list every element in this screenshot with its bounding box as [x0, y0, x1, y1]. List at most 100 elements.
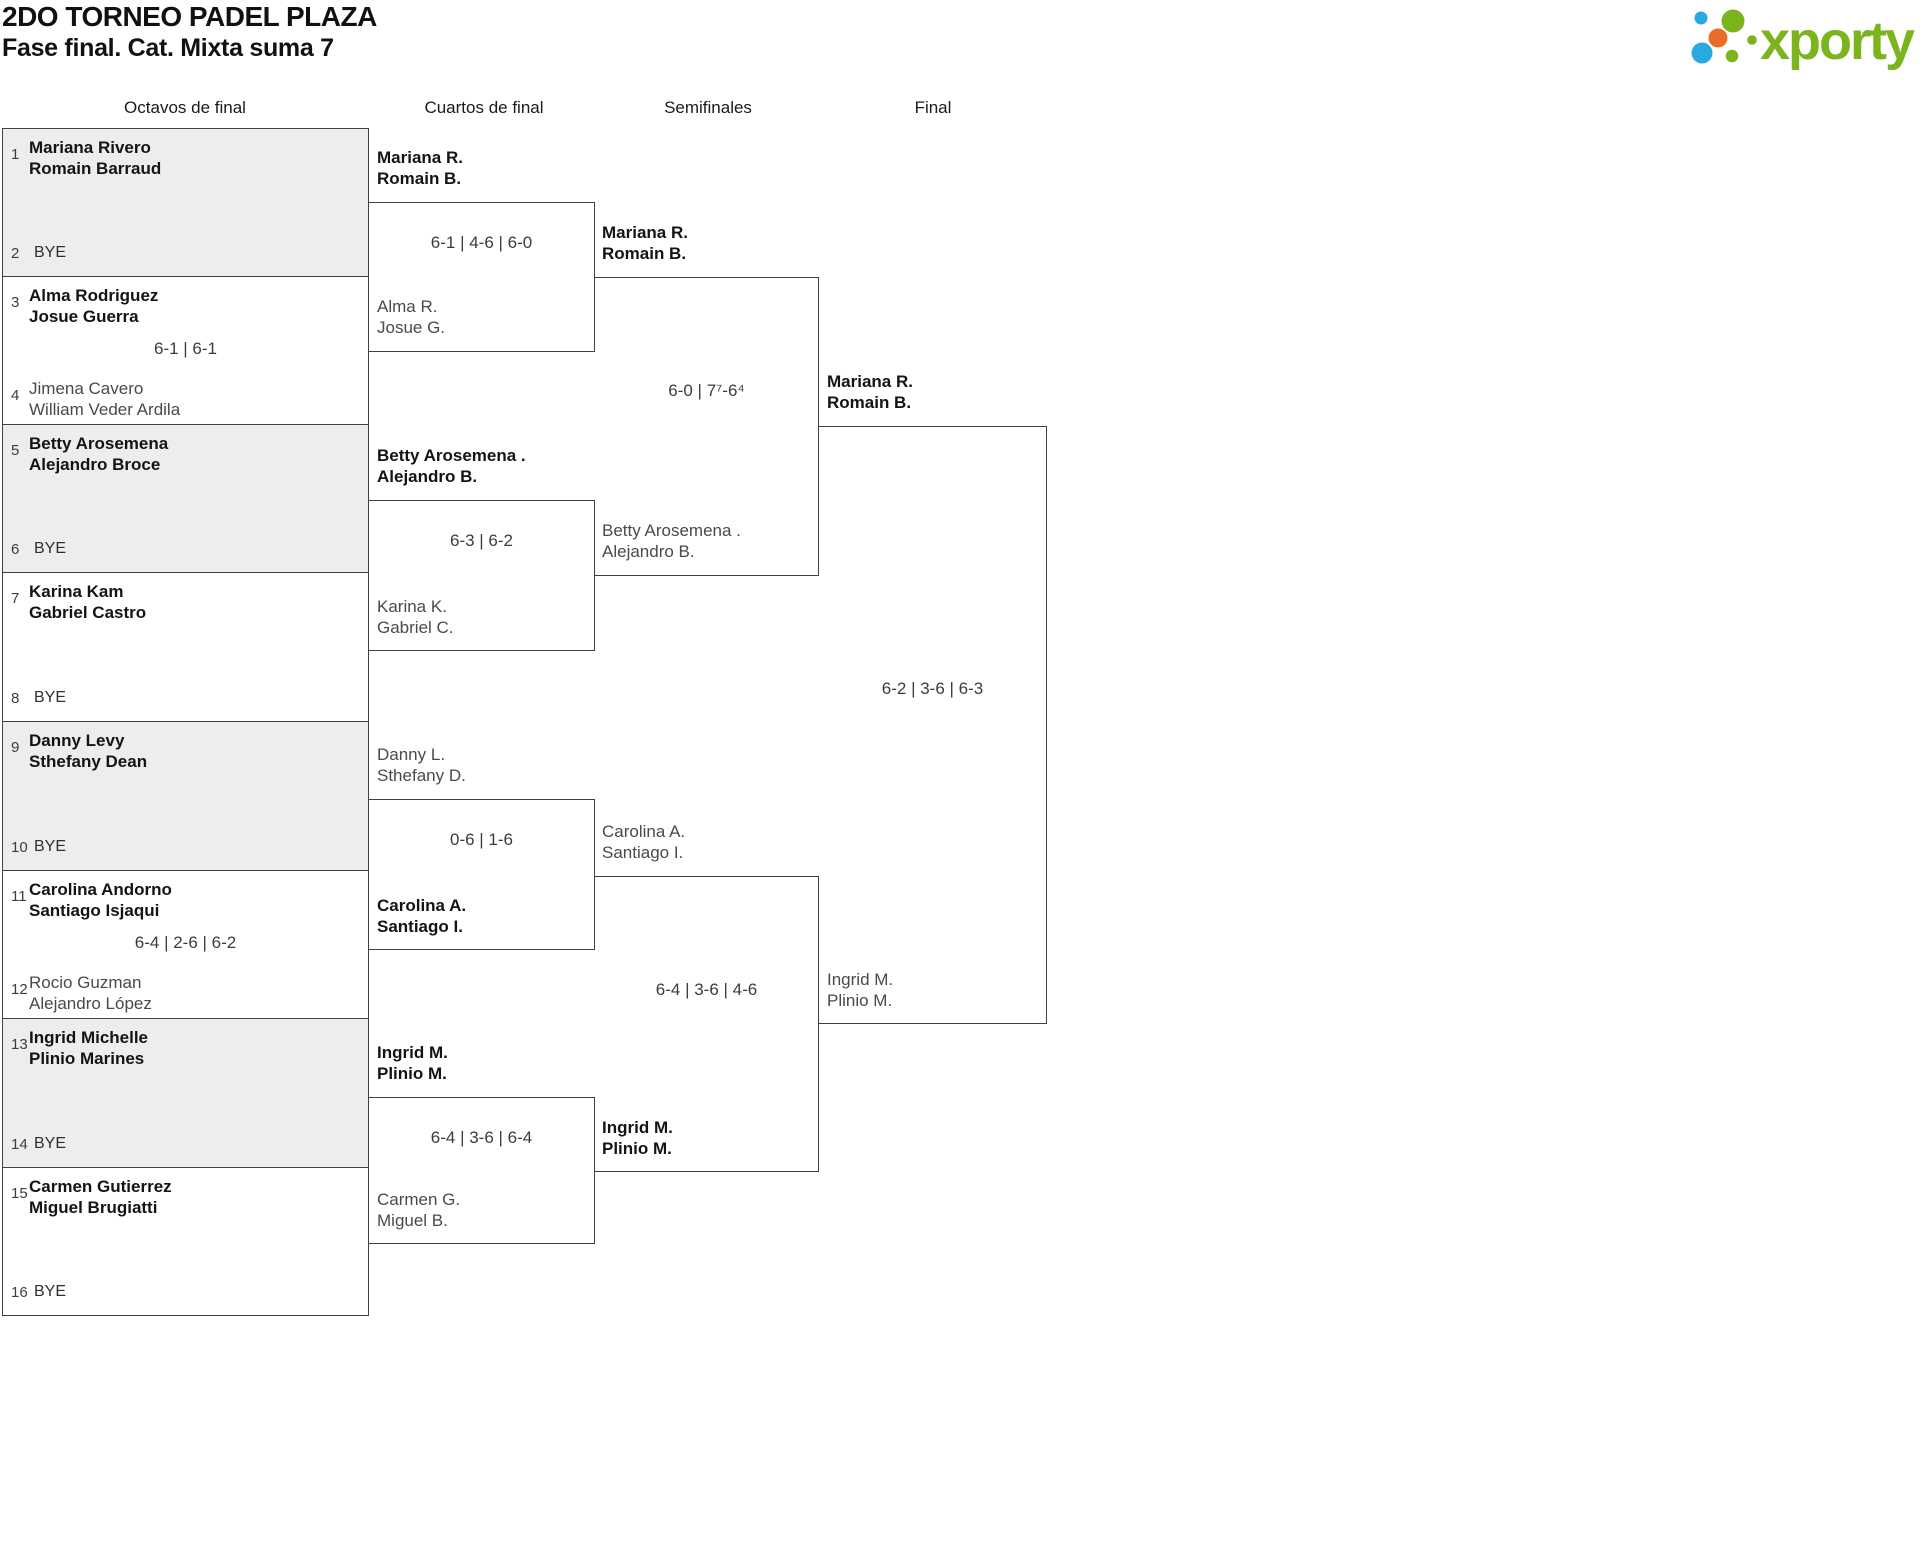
- advancing-team: Carolina A. Santiago I.: [602, 821, 685, 863]
- player-name: Sthefany Dean: [29, 752, 148, 771]
- player-name: Alma Rodriguez: [29, 286, 159, 305]
- advancing-team: Betty Arosemena . Alejandro B.: [602, 520, 741, 562]
- match-r16-7[interactable]: 13 Ingrid Michelle Plinio Marines 14 BYE: [2, 1018, 369, 1168]
- advancing-team: Ingrid M. Plinio M.: [602, 1117, 673, 1159]
- advancing-team: Karina K. Gabriel C.: [377, 596, 454, 638]
- logo-dot-icon: [1725, 49, 1739, 63]
- round-header-cuartos: Cuartos de final: [424, 98, 544, 117]
- team-top: Karina Kam Gabriel Castro: [29, 581, 146, 623]
- team-top: Carolina Andorno Santiago Isjaqui: [29, 879, 172, 921]
- logo-dot-icon: [1694, 11, 1708, 25]
- advancing-team: Carolina A. Santiago I.: [377, 895, 466, 937]
- player-name: Sthefany D.: [377, 766, 466, 785]
- team-top: Betty Arosemena Alejandro Broce: [29, 433, 168, 475]
- player-name: Alejandro B.: [602, 542, 695, 561]
- match-qf-4[interactable]: 6-4 | 3-6 | 6-4: [369, 1097, 595, 1244]
- seed-number: 6: [11, 541, 20, 558]
- team-bottom: Jimena Cavero William Veder Ardila: [29, 378, 180, 420]
- team-top: Mariana Rivero Romain Barraud: [29, 137, 161, 179]
- match-score: 6-0 | 7⁷-6⁴: [668, 381, 745, 400]
- player-name: Josue G.: [377, 318, 446, 337]
- match-r16-4[interactable]: 7 Karina Kam Gabriel Castro 8 BYE: [2, 572, 369, 722]
- advancing-team: Alma R. Josue G.: [377, 296, 445, 338]
- team-top: Carmen Gutierrez Miguel Brugiatti: [29, 1176, 172, 1218]
- seed-number: 9: [11, 739, 20, 756]
- match-r16-3[interactable]: 5 Betty Arosemena Alejandro Broce 6 BYE: [2, 424, 369, 573]
- xporty-logo[interactable]: xporty: [1686, 2, 1920, 78]
- match-final[interactable]: 6-2 | 3-6 | 6-3: [819, 426, 1047, 1024]
- match-score: 6-4 | 2-6 | 6-2: [134, 932, 237, 952]
- match-r16-2[interactable]: 3 Alma Rodriguez Josue Guerra 6-1 | 6-1 …: [2, 276, 369, 425]
- player-name: Alejandro Broce: [29, 455, 161, 474]
- player-name: Josue Guerra: [29, 307, 139, 326]
- player-name: Mariana R.: [827, 372, 913, 391]
- team-top: Alma Rodriguez Josue Guerra: [29, 285, 158, 327]
- match-r16-6[interactable]: 11 Carolina Andorno Santiago Isjaqui 6-4…: [2, 870, 369, 1019]
- player-name: Carmen Gutierrez: [29, 1177, 172, 1196]
- bye-label: BYE: [34, 540, 67, 557]
- match-qf-2[interactable]: 6-3 | 6-2: [369, 500, 595, 651]
- player-name: Romain B.: [377, 169, 462, 188]
- round-header-semifinales: Semifinales: [664, 98, 752, 117]
- match-qf-1[interactable]: 6-1 | 4-6 | 6-0: [369, 202, 595, 352]
- match-score: 6-1 | 4-6 | 6-0: [430, 233, 533, 252]
- match-r16-5[interactable]: 9 Danny Levy Sthefany Dean 10 BYE: [2, 721, 369, 871]
- player-name: Karina K.: [377, 597, 447, 616]
- seed-number: 12: [11, 981, 28, 998]
- tournament-subtitle: Fase final. Cat. Mixta suma 7: [2, 34, 334, 62]
- player-name: Ingrid Michelle: [29, 1028, 149, 1047]
- player-name: Betty Arosemena: [29, 434, 169, 453]
- player-name: Betty Arosemena .: [377, 446, 526, 465]
- match-sf-1[interactable]: 6-0 | 7⁷-6⁴: [595, 277, 819, 576]
- player-name: Rocio Guzman: [29, 973, 142, 992]
- player-name: Miguel Brugiatti: [29, 1198, 158, 1217]
- seed-number: 14: [11, 1136, 28, 1153]
- seed-number: 1: [11, 146, 20, 163]
- match-sf-2[interactable]: 6-4 | 3-6 | 4-6: [595, 876, 819, 1172]
- player-name: Carmen G.: [377, 1190, 461, 1209]
- player-name: Carolina A.: [377, 896, 467, 915]
- player-name: Santiago I.: [602, 843, 684, 862]
- player-name: Ingrid M.: [377, 1043, 448, 1062]
- match-r16-8[interactable]: 15 Carmen Gutierrez Miguel Brugiatti 16 …: [2, 1167, 369, 1316]
- player-name: Betty Arosemena .: [602, 521, 741, 540]
- advancing-team: Betty Arosemena . Alejandro B.: [377, 445, 526, 487]
- advancing-team: Danny L. Sthefany D.: [377, 744, 466, 786]
- seed-number: 16: [11, 1284, 28, 1301]
- match-score: 6-4 | 3-6 | 4-6: [655, 980, 758, 999]
- match-score: 6-3 | 6-2: [449, 531, 513, 550]
- seed-number: 11: [11, 888, 27, 905]
- player-name: Romain Barraud: [29, 159, 162, 178]
- seed-number: 15: [11, 1185, 28, 1202]
- team-top: Danny Levy Sthefany Dean: [29, 730, 147, 772]
- player-name: Mariana Rivero: [29, 138, 151, 157]
- seed-number: 3: [11, 294, 20, 311]
- player-name: Plinio M.: [827, 991, 893, 1010]
- seed-number: 7: [11, 590, 20, 607]
- seed-number: 4: [11, 387, 20, 404]
- player-name: Danny L.: [377, 745, 446, 764]
- bye-label: BYE: [34, 689, 67, 706]
- tournament-title: 2DO TORNEO PADEL PLAZA: [2, 1, 377, 32]
- seed-number: 8: [11, 690, 20, 707]
- round-header-final: Final: [914, 98, 952, 117]
- bye-label: BYE: [34, 838, 67, 855]
- advancing-team: Ingrid M. Plinio M.: [827, 969, 893, 1011]
- bye-label: BYE: [34, 1283, 67, 1300]
- seed-number: 13: [11, 1036, 28, 1053]
- player-name: Plinio M.: [602, 1139, 672, 1158]
- player-name: Gabriel C.: [377, 618, 454, 637]
- player-name: Alejandro López: [29, 994, 152, 1013]
- player-name: Jimena Cavero: [29, 379, 144, 398]
- player-name: Plinio Marines: [29, 1049, 145, 1068]
- match-r16-1[interactable]: 1 Mariana Rivero Romain Barraud 2 BYE: [2, 128, 369, 277]
- player-name: Miguel B.: [377, 1211, 448, 1230]
- seed-number: 2: [11, 245, 20, 262]
- match-qf-3[interactable]: 0-6 | 1-6: [369, 799, 595, 950]
- logo-dot-icon: [1691, 42, 1713, 64]
- player-name: Romain B.: [827, 393, 912, 412]
- player-name: Alejandro B.: [377, 467, 478, 486]
- bye-label: BYE: [34, 1135, 67, 1152]
- player-name: Karina Kam: [29, 582, 124, 601]
